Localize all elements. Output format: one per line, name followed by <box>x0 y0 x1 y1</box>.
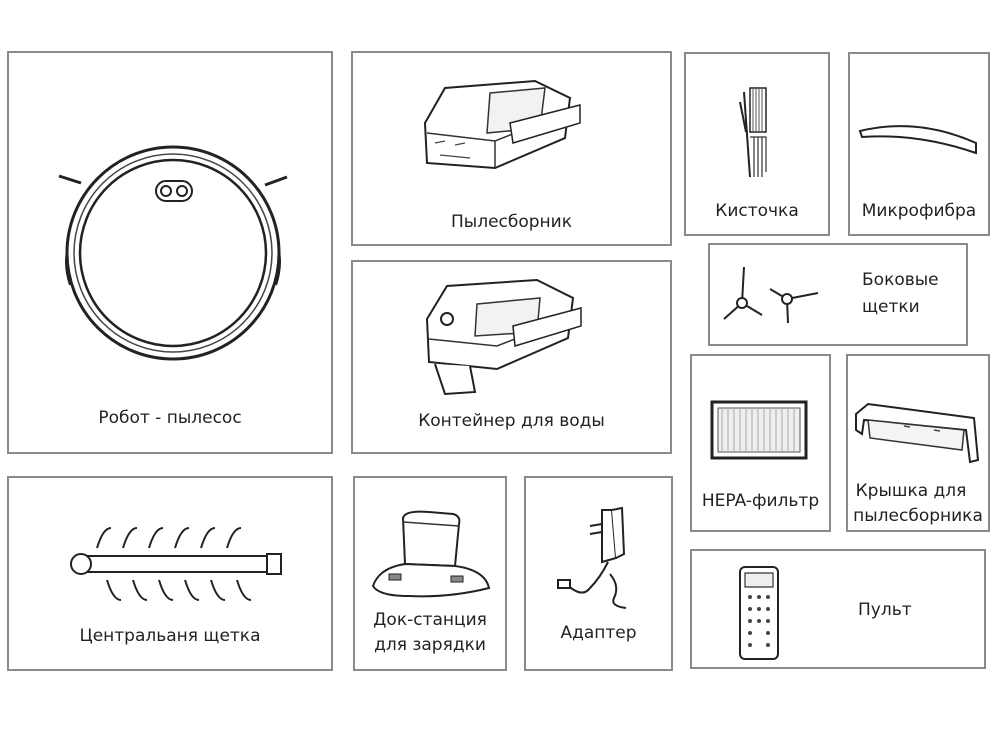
water-tank-label: Контейнер для воды <box>418 411 605 431</box>
microfiber-label: Микрофибра <box>861 201 977 221</box>
hepa-filter-label: HEPA-фильтр <box>701 491 820 511</box>
adapter-label: Адаптер <box>560 623 637 643</box>
dock-label-line1: Док-станция <box>373 610 487 630</box>
dustbin-cover-label-line1: Крышка для <box>855 481 967 501</box>
panel-dock: Док-станция для зарядки <box>353 476 507 671</box>
panel-dustbin-cover: Крышка для пылесборника <box>846 354 990 532</box>
water-tank-image <box>415 274 585 399</box>
panel-dustbin: Пылесборник <box>351 51 672 246</box>
dustbin-image <box>415 73 585 193</box>
panel-hepa-filter: HEPA-фильтр <box>690 354 831 532</box>
panel-side-brushes: Боковые щетки <box>708 243 968 346</box>
panel-cleaning-tool: Кисточка <box>684 52 830 236</box>
dock-label-line2: для зарядки <box>374 635 486 655</box>
panel-main-brush: Центральаня щетка <box>7 476 333 671</box>
panel-adapter: Адаптер <box>524 476 673 671</box>
cleaning-tool-label: Кисточка <box>715 201 799 221</box>
main-brush-image <box>67 518 287 608</box>
robot-vacuum-image <box>53 133 293 373</box>
robot-label: Робот - пылесос <box>98 408 242 428</box>
remote-control-image <box>738 565 780 661</box>
side-brushes-label-line1: Боковые <box>862 270 939 290</box>
main-brush-label: Центральаня щетка <box>79 626 261 646</box>
dustbin-cover-label-line2: пылесборника <box>853 506 983 526</box>
panel-robot: Робот - пылесос <box>7 51 333 454</box>
panel-microfiber: Микрофибра <box>848 52 990 236</box>
hepa-filter-image <box>710 400 810 462</box>
power-adapter-image <box>552 500 648 610</box>
side-brushes-image <box>722 263 822 327</box>
side-brushes-label-line2: щетки <box>862 297 920 317</box>
charging-dock-image <box>369 508 493 598</box>
dustbin-label: Пылесборник <box>451 212 572 232</box>
panel-water-tank: Контейнер для воды <box>351 260 672 454</box>
cleaning-tool-image <box>736 82 776 182</box>
remote-label: Пульт <box>858 600 912 620</box>
microfiber-image <box>858 119 984 159</box>
dustbin-cover-image <box>854 400 982 466</box>
panel-remote: Пульт <box>690 549 986 669</box>
